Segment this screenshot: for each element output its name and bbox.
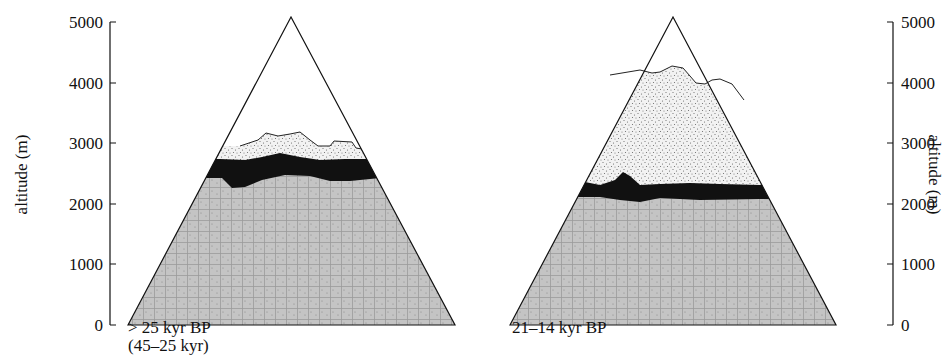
axis-tick-label: 4000 (69, 75, 103, 92)
period-label: (45–25 kyr) (128, 337, 209, 354)
axis-tick-label: 5000 (69, 14, 103, 31)
axis-tick-label: 0 (901, 317, 910, 334)
axis-title: altitude (m) (927, 134, 944, 214)
axis-tick-label: 4000 (901, 75, 935, 92)
axis-tick-label: 3000 (69, 135, 103, 152)
period-label: 21–14 kyr BP (512, 319, 606, 336)
axis-tick-label: 5000 (901, 14, 935, 31)
axis-tick-label: 2000 (69, 196, 103, 213)
axis-tick-label: 1000 (69, 256, 103, 273)
axis-title: altitude (m) (14, 134, 31, 214)
axis-tick-label: 1000 (901, 256, 935, 273)
axis-tick-label: 0 (95, 317, 104, 334)
period-label: > 25 kyr BP (128, 319, 211, 336)
